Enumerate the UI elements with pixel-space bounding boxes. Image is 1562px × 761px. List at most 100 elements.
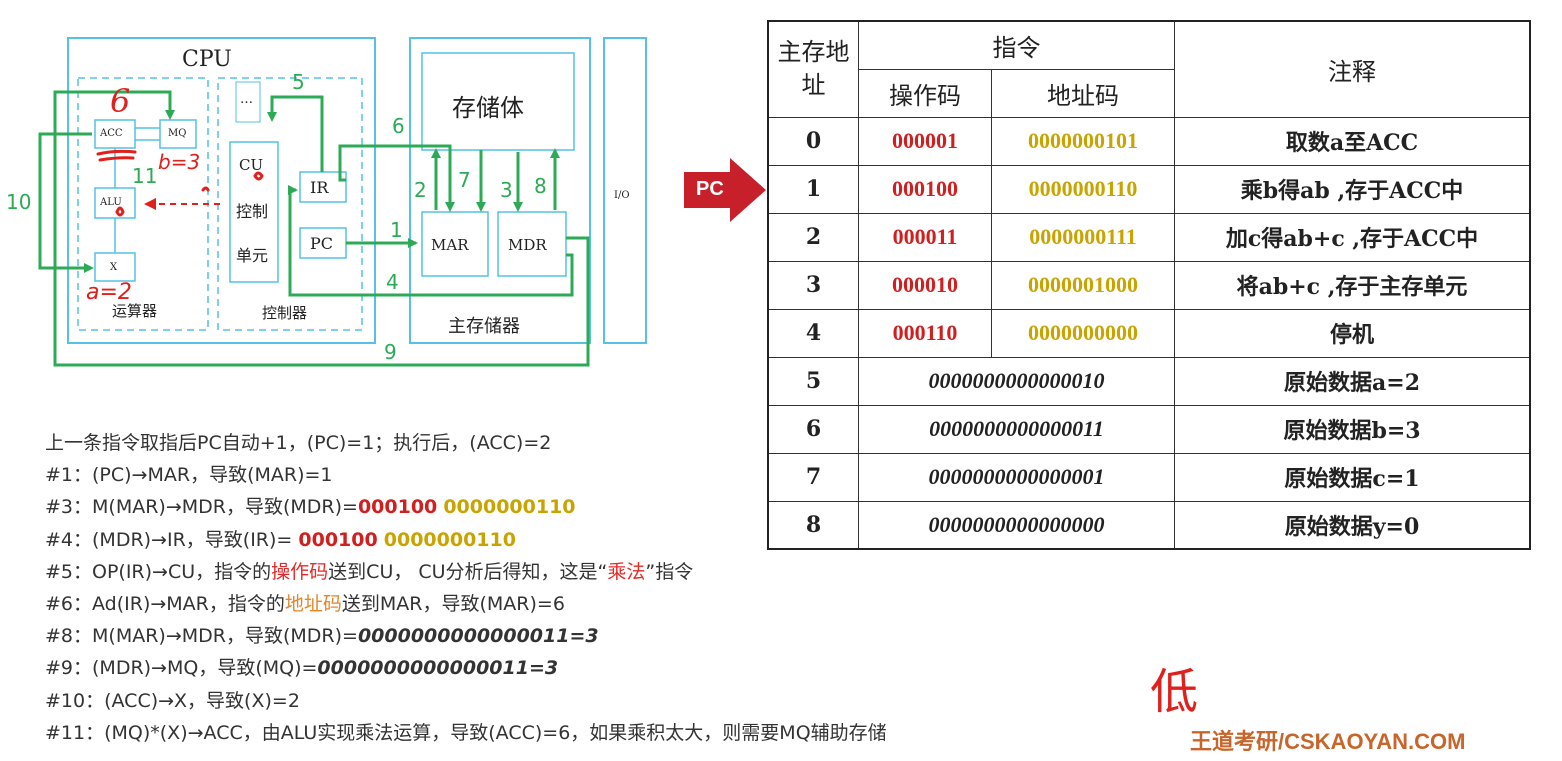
path-number-6: 6 (392, 114, 405, 138)
highlight-opcode: 操作码 (271, 560, 329, 583)
path-number-2: 2 (414, 178, 427, 202)
address-cell: 6 (767, 404, 859, 454)
handwritten-a2: a=2 (86, 280, 132, 305)
alu-unit: ALU (100, 197, 122, 208)
addrcode-cell: 0000000110 (991, 164, 1175, 214)
address-cell: 1 (767, 164, 859, 214)
note-cell: 将ab+c ,存于主存单元 (1174, 260, 1531, 310)
address-cell: 5 (767, 356, 859, 406)
table-subheader-row: 操作码 地址码 (768, 68, 1530, 118)
note-cell: 原始数据b=3 (1174, 404, 1531, 454)
control-unit-text-1: 控制 (236, 202, 269, 221)
path-number-1: 1 (390, 218, 403, 242)
step-list: 上一条指令取指后PC自动+1，(PC)=1；执行后，(ACC)=2 #1：(PC… (45, 427, 887, 749)
handwritten-low: 低 (1150, 664, 1199, 720)
header-addrcode: 地址码 (991, 68, 1175, 118)
address-cell: 3 (767, 260, 859, 310)
control-unit-text-2: 单元 (236, 246, 269, 265)
handwritten-six: 6 (110, 82, 131, 120)
ir-register: IR (310, 178, 329, 197)
cpu-label: CPU (182, 47, 232, 72)
header-opcode: 操作码 (858, 68, 992, 118)
watermark: 王道考研/CSKAOYAN.COM (1190, 729, 1466, 754)
step-line: #8：M(MAR)→MDR，导致(MDR)=0000000000000011=3 (45, 620, 887, 652)
note-cell: 停机 (1174, 308, 1531, 358)
path-number-7: 7 (458, 168, 471, 192)
acc-register: ACC (100, 128, 123, 139)
path-number-5: 5 (292, 70, 305, 94)
raw-data-cell: 0000000000000001 (858, 452, 1175, 502)
address-cell: 4 (767, 308, 859, 358)
addrcode-cell: 0000000111 (991, 212, 1175, 262)
step-text: #4：(MDR)→IR，导致(IR)= (45, 528, 299, 551)
note-cell: 原始数据a=2 (1174, 356, 1531, 406)
path-number-9: 9 (384, 340, 397, 364)
step-line: #10：(ACC)→X，导致(X)=2 (45, 689, 300, 712)
cu-label: CU (239, 156, 264, 174)
step-text: ”指令 (645, 560, 694, 583)
addrcode-cell: 0000000101 (991, 116, 1175, 166)
addrcode-cell: 0000001000 (991, 260, 1175, 310)
step-line: #4：(MDR)→IR，导致(IR)= 000100 0000000110 (45, 524, 887, 556)
pc-register: PC (310, 234, 334, 253)
note-cell: 加c得ab+c ,存于ACC中 (1174, 212, 1531, 262)
x-register: X (110, 262, 118, 273)
step-text: 送到MAR，导致(MAR)=6 (341, 592, 565, 615)
path-number-8: 8 (534, 174, 547, 198)
opcode-value: 000100 (298, 528, 378, 551)
step-line: #9：(MDR)→MQ，导致(MQ)=0000000000000011=3 (45, 652, 887, 684)
addrcode-cell: 0000000000 (991, 308, 1175, 358)
address-cell: 2 (767, 212, 859, 262)
io-label: I/O (614, 190, 630, 201)
address-cell: 7 (767, 452, 859, 502)
header-note: 注释 (1174, 20, 1531, 118)
opcode-cell: 000110 (858, 308, 992, 358)
path-number-11: 11 (132, 164, 158, 188)
opcode-value: 000100 (357, 496, 438, 519)
controller-dots: … (240, 92, 253, 107)
pc-arrow-shape (684, 158, 766, 222)
raw-data-cell: 0000000000000010 (858, 356, 1175, 406)
path-number-10: 10 (6, 190, 32, 214)
step-text: #5：OP(IR)→CU，指令的 (45, 560, 272, 583)
binary-value: 0000000000000011=3 (317, 657, 559, 680)
opcode-cell: 000010 (858, 260, 992, 310)
step-line: #3：M(MAR)→MDR，导致(MDR)=000100 0000000110 (45, 491, 887, 523)
note-cell: 原始数据y=0 (1174, 500, 1531, 550)
step-text: #8：M(MAR)→MDR，导致(MDR)= (45, 625, 358, 648)
address-value: 0000000110 (383, 528, 516, 551)
main-memory-label: 主存储器 (448, 316, 520, 337)
pc-pointer-arrow: PC (684, 158, 766, 222)
table-header-row: 主存地址 指令 注释 (767, 20, 1531, 118)
step-text: #9：(MDR)→MQ，导致(MQ)= (45, 657, 318, 680)
raw-data-cell: 0000000000000011 (858, 404, 1175, 454)
handwritten-b3: b=3 (158, 150, 201, 174)
note-cell: 原始数据c=1 (1174, 452, 1531, 502)
opcode-cell: 000100 (858, 164, 992, 214)
step-text: #6：Ad(IR)→MAR，指令的 (45, 592, 285, 615)
mar-register: MAR (431, 236, 469, 254)
step-text: 送到CU， CU分析后得知，这是“ (328, 560, 608, 583)
note-cell: 乘b得ab ,存于ACC中 (1174, 164, 1531, 214)
diagram-lines (38, 37, 647, 367)
controller-label: 控制器 (262, 304, 308, 322)
alu-area-label: 运算器 (112, 302, 158, 320)
address-cell: 0 (767, 116, 859, 166)
step-line: #6：Ad(IR)→MAR，指令的地址码送到MAR，导致(MAR)=6 (45, 588, 887, 620)
step-line: #11：(MQ)*(X)→ACC，由ALU实现乘法运算，导致(ACC)=6，如果… (45, 721, 887, 744)
step-line: #1：(PC)→MAR，导致(MAR)=1 (45, 464, 333, 487)
highlight-multiply: 乘法 (607, 560, 646, 583)
address-value: 0000000110 (443, 496, 576, 519)
opcode-cell: 000001 (858, 116, 992, 166)
mq-register: MQ (168, 128, 187, 139)
step-line: 上一条指令取指后PC自动+1，(PC)=1；执行后，(ACC)=2 (45, 432, 552, 454)
